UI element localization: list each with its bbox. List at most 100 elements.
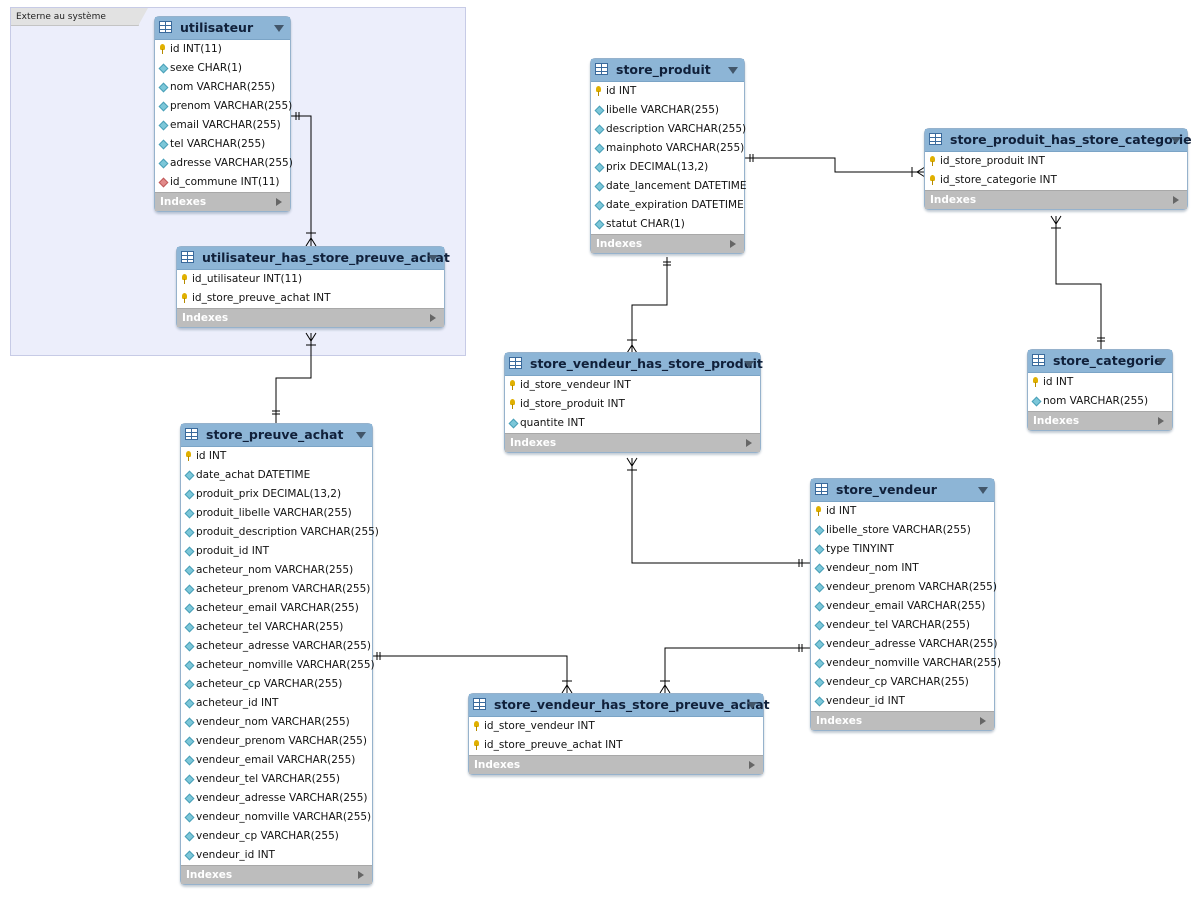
column-row[interactable]: date_achat DATETIME <box>181 466 372 485</box>
column-row[interactable]: id INT <box>591 82 744 101</box>
collapse-arrow-icon[interactable] <box>356 432 366 439</box>
table-header[interactable]: store_vendeur_has_store_produit <box>505 353 763 376</box>
column-row[interactable]: email VARCHAR(255) <box>155 116 290 135</box>
table-header[interactable]: store_preuve_achat <box>181 424 372 447</box>
column-row[interactable]: type TINYINT <box>811 540 994 559</box>
column-row[interactable]: libelle VARCHAR(255) <box>591 101 744 120</box>
column-row[interactable]: acheteur_id INT <box>181 694 372 713</box>
expand-arrow-icon[interactable] <box>430 314 436 322</box>
column-row[interactable]: vendeur_id INT <box>181 846 372 865</box>
collapse-arrow-icon[interactable] <box>274 25 284 32</box>
collapse-arrow-icon[interactable] <box>428 255 438 262</box>
column-row[interactable]: adresse VARCHAR(255) <box>155 154 293 173</box>
column-row[interactable]: id_store_categorie INT <box>925 171 1187 190</box>
indexes-section[interactable]: Indexes <box>469 755 763 774</box>
column-row[interactable]: vendeur_adresse VARCHAR(255) <box>811 635 997 654</box>
collapse-arrow-icon[interactable] <box>1156 358 1166 365</box>
column-row[interactable]: vendeur_tel VARCHAR(255) <box>181 770 372 789</box>
column-row[interactable]: acheteur_nomville VARCHAR(255) <box>181 656 375 675</box>
column-row[interactable]: id INT <box>1028 373 1172 392</box>
column-row[interactable]: vendeur_prenom VARCHAR(255) <box>811 578 997 597</box>
column-row[interactable]: vendeur_prenom VARCHAR(255) <box>181 732 372 751</box>
collapse-arrow-icon[interactable] <box>747 702 757 709</box>
column-row[interactable]: nom VARCHAR(255) <box>155 78 290 97</box>
expand-arrow-icon[interactable] <box>358 871 364 879</box>
column-row[interactable]: vendeur_cp VARCHAR(255) <box>181 827 372 846</box>
indexes-section[interactable]: Indexes <box>925 190 1187 209</box>
column-row[interactable]: acheteur_adresse VARCHAR(255) <box>181 637 372 656</box>
expand-arrow-icon[interactable] <box>1173 196 1179 204</box>
column-row[interactable]: sexe CHAR(1) <box>155 59 290 78</box>
column-row[interactable]: id_utilisateur INT(11) <box>177 270 444 289</box>
column-row[interactable]: acheteur_cp VARCHAR(255) <box>181 675 372 694</box>
column-row[interactable]: produit_libelle VARCHAR(255) <box>181 504 372 523</box>
column-row[interactable]: vendeur_id INT <box>811 692 994 711</box>
column-row[interactable]: description VARCHAR(255) <box>591 120 746 139</box>
table-header[interactable]: store_produit <box>591 59 744 82</box>
indexes-section[interactable]: Indexes <box>181 865 372 884</box>
column-row[interactable]: date_expiration DATETIME <box>591 196 744 215</box>
column-row[interactable]: nom VARCHAR(255) <box>1028 392 1172 411</box>
expand-arrow-icon[interactable] <box>749 761 755 769</box>
column-row[interactable]: id INT <box>181 447 372 466</box>
column-row[interactable]: vendeur_tel VARCHAR(255) <box>811 616 994 635</box>
column-row[interactable]: id_store_produit INT <box>505 395 760 414</box>
column-row[interactable]: produit_id INT <box>181 542 372 561</box>
expand-arrow-icon[interactable] <box>746 439 752 447</box>
column-row[interactable]: id_store_preuve_achat INT <box>177 289 444 308</box>
column-row[interactable]: tel VARCHAR(255) <box>155 135 290 154</box>
column-row[interactable]: vendeur_nom VARCHAR(255) <box>181 713 372 732</box>
column-row[interactable]: mainphoto VARCHAR(255) <box>591 139 744 158</box>
collapse-arrow-icon[interactable] <box>978 487 988 494</box>
column-row[interactable]: date_lancement DATETIME <box>591 177 746 196</box>
column-row[interactable]: produit_description VARCHAR(255) <box>181 523 379 542</box>
table-header[interactable]: utilisateur <box>155 17 290 40</box>
column-row[interactable]: acheteur_email VARCHAR(255) <box>181 599 372 618</box>
column-row[interactable]: acheteur_nom VARCHAR(255) <box>181 561 372 580</box>
table-header[interactable]: store_vendeur <box>811 479 994 502</box>
column-row[interactable]: vendeur_nom INT <box>811 559 994 578</box>
expand-arrow-icon[interactable] <box>1158 417 1164 425</box>
column-row[interactable]: vendeur_cp VARCHAR(255) <box>811 673 994 692</box>
collapse-arrow-icon[interactable] <box>1171 137 1181 144</box>
column-row[interactable]: id INT <box>811 502 994 521</box>
column-row[interactable]: id INT(11) <box>155 40 290 59</box>
indexes-section[interactable]: Indexes <box>1028 411 1172 430</box>
expand-arrow-icon[interactable] <box>730 240 736 248</box>
column-row[interactable]: acheteur_tel VARCHAR(255) <box>181 618 372 637</box>
table-header[interactable]: store_categorie <box>1028 350 1172 373</box>
column-row[interactable]: id_store_preuve_achat INT <box>469 736 763 755</box>
column-row[interactable]: id_store_produit INT <box>925 152 1187 171</box>
column-row[interactable]: produit_prix DECIMAL(13,2) <box>181 485 372 504</box>
indexes-section[interactable]: Indexes <box>505 433 760 452</box>
column-row[interactable]: prenom VARCHAR(255) <box>155 97 292 116</box>
column-row[interactable]: statut CHAR(1) <box>591 215 744 234</box>
indexes-section[interactable]: Indexes <box>155 192 290 211</box>
column-row[interactable]: id_commune INT(11) <box>155 173 290 192</box>
table-header[interactable]: utilisateur_has_store_preuve_achat <box>177 247 450 270</box>
column-row[interactable]: vendeur_adresse VARCHAR(255) <box>181 789 372 808</box>
column-row[interactable]: quantite INT <box>505 414 760 433</box>
table-header[interactable]: store_vendeur_has_store_preuve_achat <box>469 694 770 717</box>
collapse-arrow-icon[interactable] <box>728 67 738 74</box>
indexes-section[interactable]: Indexes <box>177 308 444 327</box>
collapse-arrow-icon[interactable] <box>744 361 754 368</box>
expand-arrow-icon[interactable] <box>276 198 282 206</box>
column-row[interactable]: acheteur_prenom VARCHAR(255) <box>181 580 372 599</box>
column-row[interactable]: prix DECIMAL(13,2) <box>591 158 744 177</box>
column-row[interactable]: vendeur_email VARCHAR(255) <box>811 597 994 616</box>
column-row[interactable]: vendeur_nomville VARCHAR(255) <box>811 654 1001 673</box>
indexes-section[interactable]: Indexes <box>811 711 994 730</box>
column-row[interactable]: id_store_vendeur INT <box>505 376 760 395</box>
column-row[interactable]: id_store_vendeur INT <box>469 717 763 736</box>
expand-arrow-icon[interactable] <box>980 717 986 725</box>
